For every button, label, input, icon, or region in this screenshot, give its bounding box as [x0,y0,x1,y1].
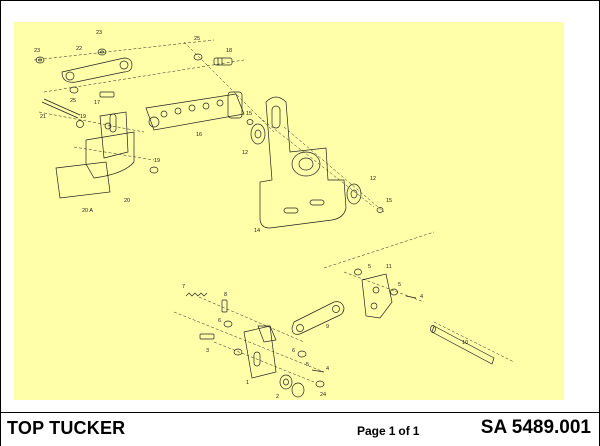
callout: 2 [276,394,279,400]
callout: 23 [96,30,102,36]
part-19-bracket [99,111,159,174]
callout: 8 [224,292,227,298]
callout: 21 [40,114,46,120]
part-8-screw [221,299,228,313]
part-4-pin-lower [311,369,325,373]
part-number: SA 5489.001 [480,417,591,438]
callout: 5 [306,362,309,368]
callout: 24 [320,392,326,398]
part-2-rollers [279,374,305,398]
part-17-screw [99,91,115,98]
part-5-nut-lower [233,348,243,356]
part-25-nut [69,53,203,94]
assembly-guide-lines [33,39,515,383]
callout: 20 A [82,208,93,214]
callout: 17 [94,100,100,106]
part-callouts: 23 22 23 25 18 25 17 21 19 16 15 12 19 2… [34,30,468,400]
callout: 7 [182,284,185,290]
assembly-title: TOP TUCKER [7,418,126,438]
callout: 3 [206,348,209,354]
callout: 10 [462,340,468,346]
part-12-roller-upper [250,123,266,145]
callout: 25 [194,36,200,42]
part-16-link [145,91,245,131]
part-12-roller-lower [346,183,384,213]
callout: 12 [370,176,376,182]
callout: 5 [398,282,401,288]
part-7-spring [185,292,208,297]
callout: 12 [242,150,248,156]
callout: 1 [246,380,249,386]
part-22-arm [61,57,133,83]
callout: 23 [34,48,40,54]
part-11-bracket [361,273,393,319]
callout: 6 [218,318,221,324]
page-of: of [398,424,410,438]
part-15-nut [246,119,254,125]
part-24-washer [315,380,325,388]
callout: 15 [386,198,392,204]
callout: 20 [124,198,130,204]
callout: 11 [386,264,392,270]
part-5-nuts [354,268,398,296]
callout: 14 [254,228,260,234]
callout: 4 [326,366,329,372]
callout: 16 [196,132,202,138]
callout: 4 [420,294,423,300]
part-23-washers [35,48,107,64]
callout: 18 [226,48,232,54]
part-3-screw [199,333,215,340]
callout: 9 [326,324,329,330]
part-21-shaft [41,98,84,128]
part-14-main-plate [259,96,347,229]
part-20-block [85,131,135,179]
page-prefix: Page [357,424,386,438]
callout: 19 [80,114,86,120]
part-20a-pad [55,161,111,199]
part-10-shaft [430,325,495,365]
page-number: 1 [388,424,396,438]
diagram-canvas: 23 22 23 25 18 25 17 21 19 16 15 12 19 2… [33,30,515,400]
callout: 25 [70,98,76,104]
callout: 6 [292,348,295,354]
callout: 5 [368,264,371,270]
callout: 15 [246,111,252,117]
page-total: 1 [412,424,420,438]
part-6-washers [223,320,307,358]
part-4-pin-upper [405,295,417,299]
exploded-parts-diagram: 23 22 23 25 18 25 17 21 19 16 15 12 19 2… [14,22,564,400]
callout: 22 [76,46,82,52]
callout: 19 [154,158,160,164]
part-1-block [243,325,277,379]
part-9-link [291,301,345,335]
part-18-stud [213,57,233,66]
